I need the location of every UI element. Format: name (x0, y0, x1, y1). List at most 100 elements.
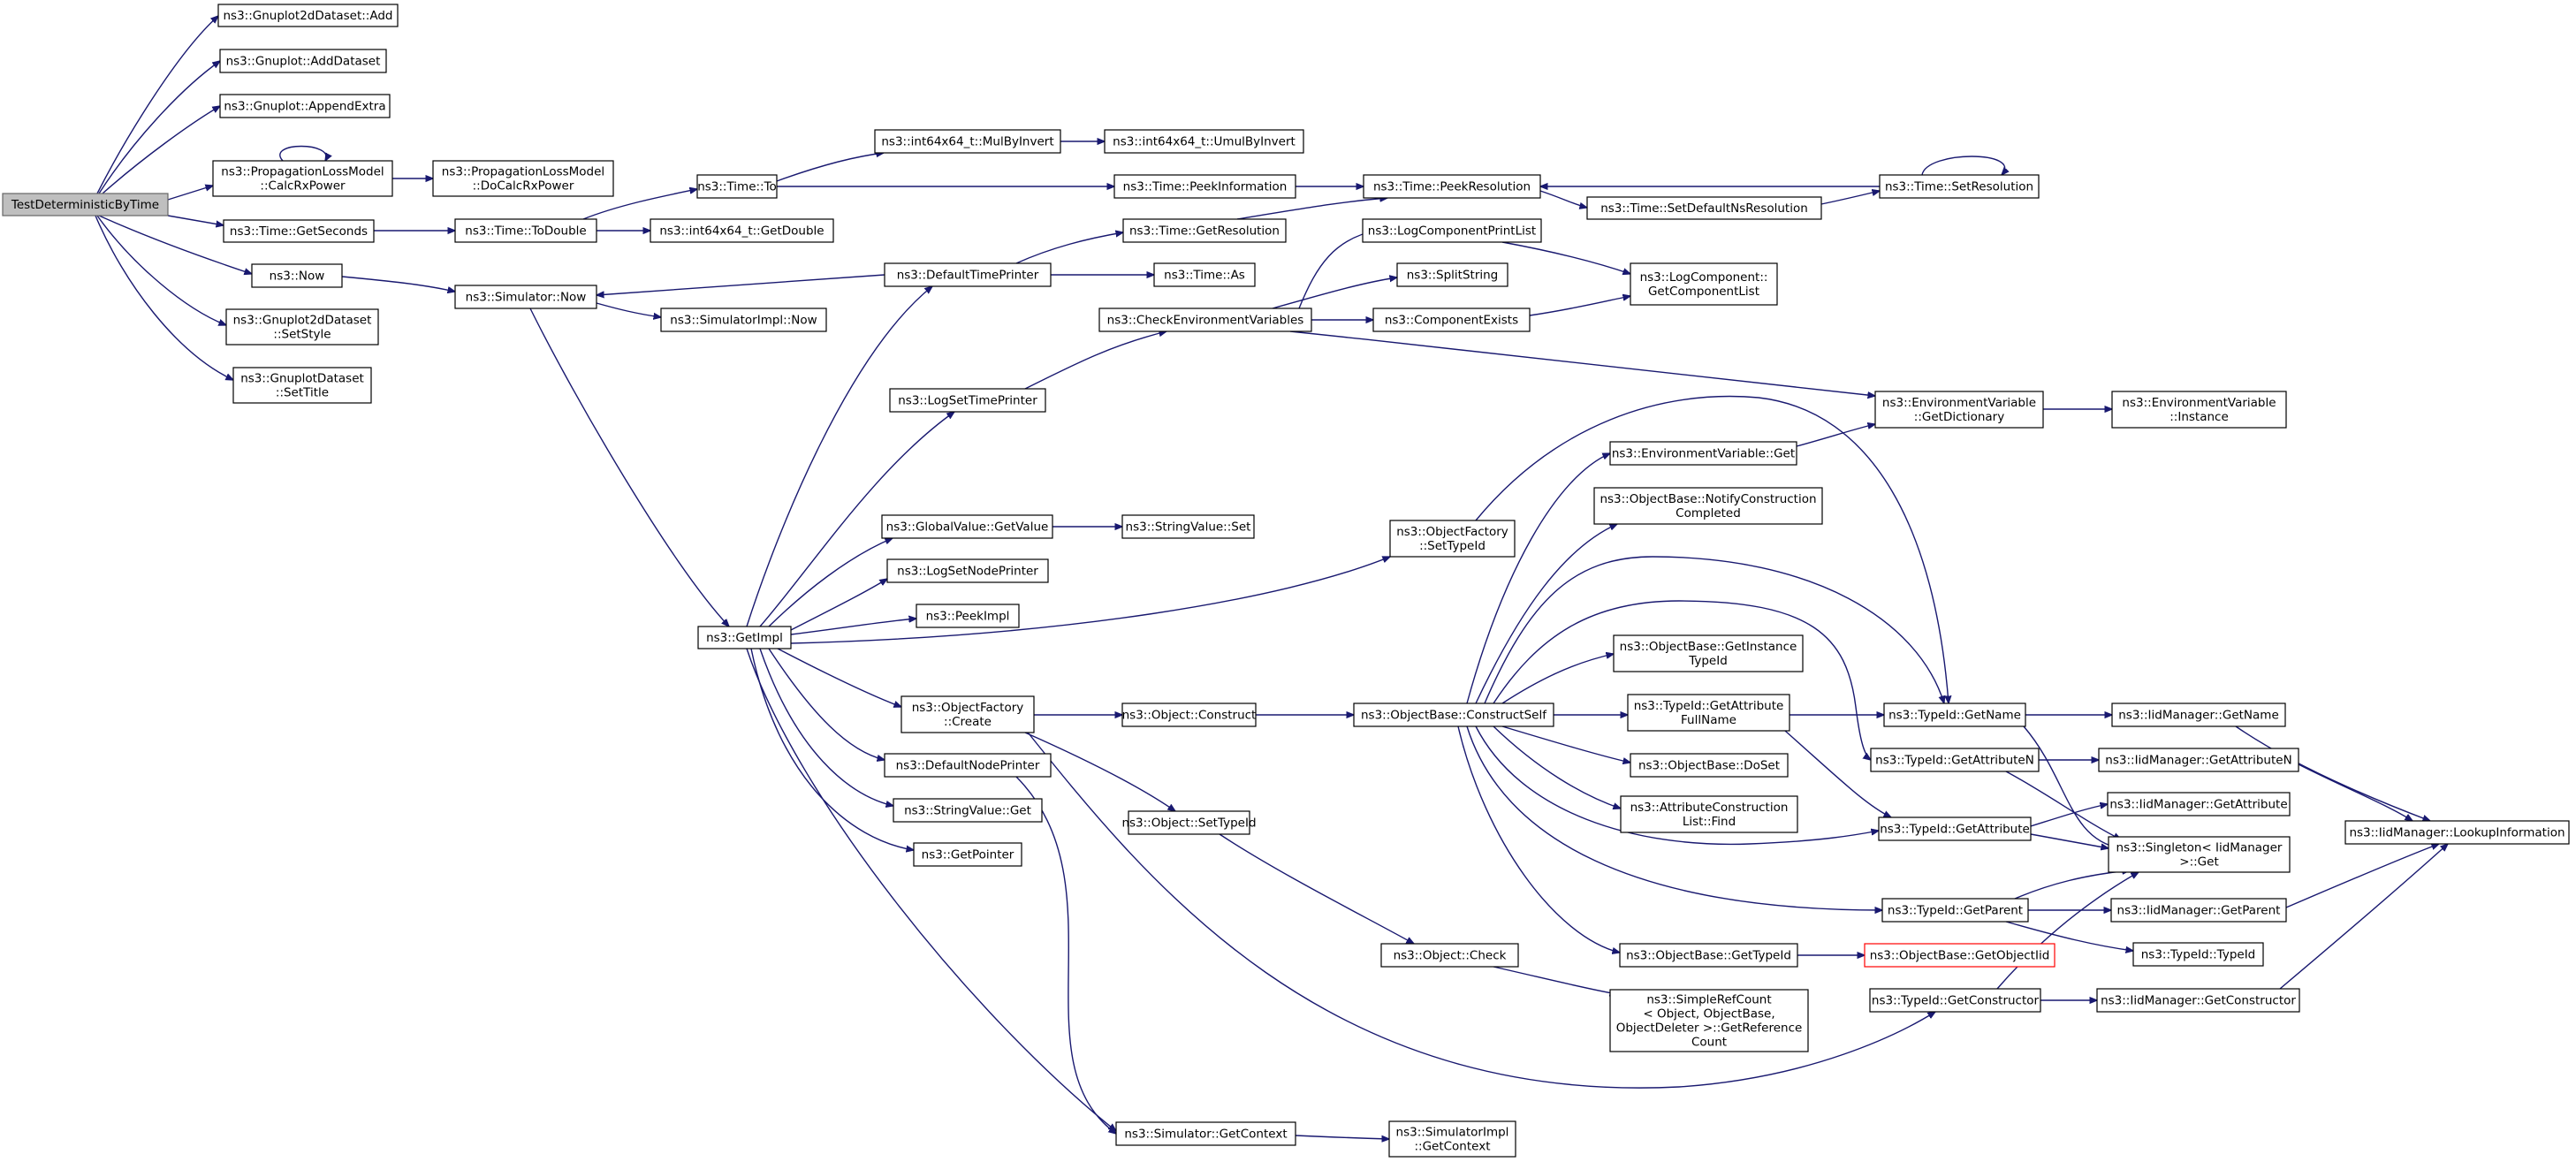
node-envvar_getdict[interactable]: ns3::EnvironmentVariable::GetDictionary (1874, 391, 2044, 429)
node-simimpl_now[interactable]: ns3::SimulatorImpl::Now (660, 308, 827, 332)
node-tid_typeid[interactable]: ns3::TypeId::TypeId (2132, 942, 2264, 967)
node-g_adddataset[interactable]: ns3::Gnuplot::AddDataset (219, 49, 387, 73)
node-g2d_setstyle[interactable]: ns3::Gnuplot2dDataset::SetStyle (225, 308, 379, 346)
node-box (697, 626, 792, 649)
node-tid_getattr[interactable]: ns3::TypeId::GetAttribute (1878, 816, 2032, 841)
node-plm_docalc[interactable]: ns3::PropagationLossModel::DoCalcRxPower (432, 160, 614, 197)
node-time_todouble[interactable]: ns3::Time::ToDouble (454, 218, 597, 243)
call-edge-root-to-g_appendextra (102, 106, 220, 194)
node-stringvalue_get[interactable]: ns3::StringValue::Get (893, 798, 1043, 823)
node-simplerefcount[interactable]: ns3::SimpleRefCount< Object, ObjectBase,… (1609, 989, 1809, 1052)
node-envvar_get[interactable]: ns3::EnvironmentVariable::Get (1609, 441, 1797, 466)
node-int_umulbyinvert[interactable]: ns3::int64x64_t::UmulByInvert (1104, 129, 1304, 154)
node-box (2108, 836, 2291, 873)
node-label: ns3::ObjectBase::NotifyConstruction (1600, 492, 1816, 506)
node-time_to[interactable]: ns3::Time::To (696, 174, 778, 199)
node-g_appendextra[interactable]: ns3::Gnuplot::AppendExtra (219, 94, 391, 118)
node-logsettimeprinter[interactable]: ns3::LogSetTimePrinter (889, 388, 1046, 413)
node-label: ns3::LogComponent:: (1640, 270, 1768, 285)
node-label: ObjectDeleter >::GetReference (1616, 1021, 1803, 1035)
node-obj_settypeid[interactable]: ns3::Object::SetTypeId (1121, 810, 1257, 835)
node-getpointer[interactable]: ns3::GetPointer (913, 842, 1022, 867)
node-peekimpl[interactable]: ns3::PeekImpl (916, 604, 1020, 628)
node-box (1121, 514, 1255, 539)
node-iid_getattr[interactable]: ns3::IidManager::GetAttribute (2107, 792, 2291, 816)
node-iid_lookupinfo[interactable]: ns3::IidManager::LookupInformation (2344, 820, 2570, 845)
call-edge-ob_constructself-to-tid_getattr (1475, 725, 1879, 846)
node-compexists[interactable]: ns3::ComponentExists (1372, 308, 1531, 332)
node-checkenv[interactable]: ns3::CheckEnvironmentVariables (1098, 308, 1312, 332)
node-now[interactable]: ns3::Now (251, 263, 343, 288)
node-int_mulbyinvert[interactable]: ns3::int64x64_t::MulByInvert (874, 129, 1061, 154)
node-label: ns3::GetPointer (922, 847, 1014, 862)
node-gv_getvalue[interactable]: ns3::GlobalValue::GetValue (881, 514, 1053, 539)
node-box (1879, 174, 2040, 199)
node-defaulttimeprinter[interactable]: ns3::DefaultTimePrinter (884, 262, 1052, 287)
node-time_setdefaultns[interactable]: ns3::Time::SetDefaultNsResolution (1586, 196, 1822, 220)
node-box (650, 218, 834, 243)
node-label: ns3::ObjectBase::GetTypeId (1626, 948, 1791, 962)
node-of_create[interactable]: ns3::ObjectFactory::Create (900, 695, 1035, 733)
node-iid_getparent[interactable]: ns3::IidManager::GetParent (2110, 898, 2287, 923)
node-root[interactable]: TestDeterministicByTime (2, 193, 169, 216)
node-label: List::Find (1683, 815, 1736, 829)
node-ob_getobjectiid[interactable]: ns3::ObjectBase::GetObjectIid (1864, 943, 2055, 968)
node-box (432, 160, 614, 197)
node-label: ns3::Simulator::GetContext (1124, 1127, 1287, 1141)
node-label: ::GetContext (1414, 1139, 1490, 1153)
node-iid_getattrn[interactable]: ns3::IidManager::GetAttributeN (2098, 748, 2299, 772)
node-time_peekinfo[interactable]: ns3::Time::PeekInformation (1113, 174, 1296, 199)
node-time_peekres[interactable]: ns3::Time::PeekResolution (1363, 174, 1541, 199)
node-defaultnodeprinter[interactable]: ns3::DefaultNodePrinter (884, 753, 1052, 778)
node-label: ns3::EnvironmentVariable (2122, 396, 2276, 410)
node-logcomp_getlist[interactable]: ns3::LogComponent::GetComponentList (1630, 262, 1778, 306)
node-ob_notifyconstruction[interactable]: ns3::ObjectBase::NotifyConstructionCompl… (1593, 487, 1823, 525)
node-time_as[interactable]: ns3::Time::As (1153, 262, 1256, 287)
call-edge-root-to-time_getseconds (167, 215, 224, 225)
node-obj_check[interactable]: ns3::Object::Check (1380, 943, 1519, 968)
call-edge-ob_constructself-to-envvar_get (1466, 453, 1610, 704)
node-ob_doset[interactable]: ns3::ObjectBase::DoSet (1630, 753, 1789, 778)
node-sim_now[interactable]: ns3::Simulator::Now (454, 285, 597, 309)
node-box (454, 218, 597, 243)
call-edge-tid_getattr-to-singleton_get (2030, 833, 2109, 848)
node-iid_getname[interactable]: ns3::IidManager::GetName (2111, 703, 2286, 727)
node-label: ns3::StringValue::Get (904, 803, 1031, 817)
node-envvar_instance[interactable]: ns3::EnvironmentVariable::Instance (2111, 391, 2287, 429)
node-iid_getconstructor[interactable]: ns3::IidManager::GetConstructor (2096, 988, 2300, 1013)
node-tid_getname[interactable]: ns3::TypeId::GetName (1883, 703, 2026, 727)
node-int_getdouble[interactable]: ns3::int64x64_t::GetDouble (650, 218, 834, 243)
node-getimpl[interactable]: ns3::GetImpl (697, 626, 792, 649)
call-edge-time_peekres-to-time_setdefaultns (1539, 190, 1587, 208)
call-edge-root-to-g_adddataset (98, 61, 220, 194)
node-time_setres[interactable]: ns3::Time::SetResolution (1879, 174, 2040, 199)
node-sim_getcontext[interactable]: ns3::Simulator::GetContext (1115, 1121, 1296, 1146)
node-logcompprintlist[interactable]: ns3::LogComponentPrintList (1362, 218, 1542, 243)
node-label: ns3::PeekImpl (926, 609, 1010, 623)
call-edge-of_create-to-tid_getconstructor (1024, 728, 1935, 1089)
node-stringvalue_set[interactable]: ns3::StringValue::Set (1121, 514, 1255, 539)
node-ob_constructself[interactable]: ns3::ObjectBase::ConstructSelf (1353, 703, 1554, 727)
node-of_settypeid[interactable]: ns3::ObjectFactory::SetTypeId (1389, 520, 1516, 558)
node-singleton_get[interactable]: ns3::Singleton< IidManager>::Get (2108, 836, 2291, 873)
node-obj_construct[interactable]: ns3::Object::Construct (1121, 703, 1257, 727)
node-label: ns3::Gnuplot2dDataset::Add (224, 9, 393, 23)
node-plm_calc[interactable]: ns3::PropagationLossModel::CalcRxPower (212, 160, 393, 197)
node-gds_settitle[interactable]: ns3::GnuplotDataset::SetTitle (232, 367, 372, 404)
node-tid_getconstructor[interactable]: ns3::TypeId::GetConstructor (1869, 988, 2041, 1013)
node-time_getres[interactable]: ns3::Time::GetResolution (1122, 218, 1287, 243)
node-tid_getparent[interactable]: ns3::TypeId::GetParent (1881, 898, 2029, 923)
node-time_getseconds[interactable]: ns3::Time::GetSeconds (223, 219, 375, 243)
node-label: TypeId (1688, 654, 1728, 668)
node-simimpl_getcontext[interactable]: ns3::SimulatorImpl::GetContext (1388, 1120, 1516, 1158)
node-label: ns3::ObjectBase::DoSet (1638, 758, 1780, 772)
node-ob_gettypeid[interactable]: ns3::ObjectBase::GetTypeId (1619, 943, 1798, 968)
node-label: ns3::SimpleRefCount (1646, 992, 1771, 1006)
node-g2d_add[interactable]: ns3::Gnuplot2dDataset::Add (217, 4, 399, 27)
node-logsetnodeprinter[interactable]: ns3::LogSetNodePrinter (886, 558, 1049, 583)
node-splitstring[interactable]: ns3::SplitString (1396, 262, 1508, 287)
node-tid_getattrn[interactable]: ns3::TypeId::GetAttributeN (1870, 748, 2040, 772)
